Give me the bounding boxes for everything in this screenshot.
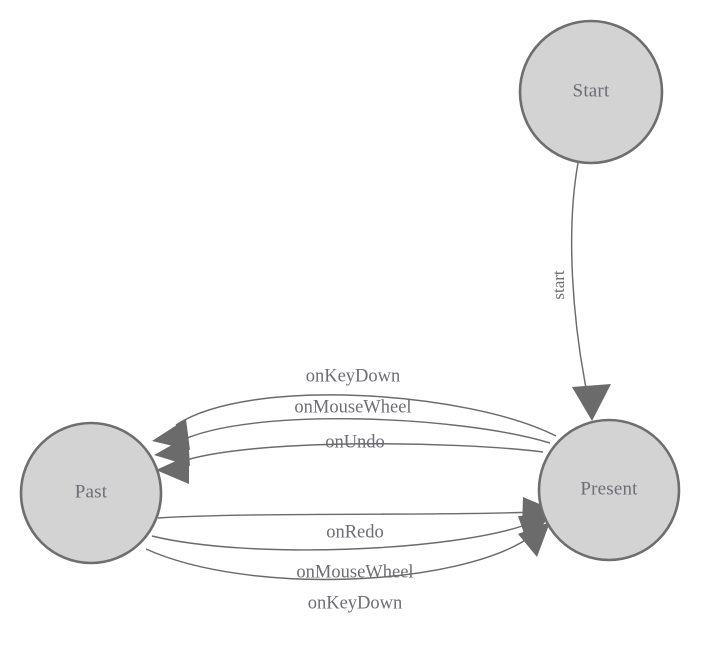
edge-past-to-present-onkeydown-path — [145, 536, 531, 581]
edge-past-to-present-onkeydown-arrowhead — [518, 522, 550, 557]
edge-start-to-present-arrowhead — [572, 384, 611, 421]
edge-present-to-past-onundo-arrowhead — [156, 455, 189, 484]
node-past-circle — [19, 421, 163, 565]
edge-present-to-past-onmousewheel-arrowhead — [154, 436, 190, 466]
node-start-label: Start — [573, 80, 610, 101]
edge-past-to-present-onkeydown-label: onKeyDown — [308, 593, 403, 613]
edge-present-to-past-onundo-path — [179, 443, 544, 463]
edge-start-to-present-label: start — [549, 270, 568, 300]
edge-past-to-present-onmousewheel-path — [151, 523, 529, 551]
edge-present-to-past-onmousewheel-path — [177, 417, 551, 444]
node-start-circle — [518, 19, 664, 165]
node-present-circle — [537, 418, 681, 562]
node-past[interactable]: Past — [19, 421, 163, 565]
edge-present-to-past-onundo[interactable]: onUndo — [156, 432, 544, 484]
edge-present-to-past-onundo-label: onUndo — [325, 432, 385, 452]
node-past-label: Past — [75, 481, 108, 502]
edge-start-to-present[interactable]: start — [549, 162, 611, 421]
edge-present-to-past-onkeydown-label: onKeyDown — [306, 366, 401, 386]
edge-present-to-past-onmousewheel[interactable]: onMouseWheel — [154, 397, 551, 466]
edge-past-to-present-onredo[interactable]: onRedo — [157, 497, 556, 542]
node-start[interactable]: Start — [518, 19, 664, 165]
edge-present-to-past-onmousewheel-label: onMouseWheel — [294, 397, 411, 417]
node-present-label: Present — [580, 478, 638, 499]
edge-present-to-past-onkeydown-path — [175, 394, 557, 437]
node-present[interactable]: Present — [537, 418, 681, 562]
edge-past-to-present-onkeydown[interactable]: onKeyDown — [145, 522, 550, 613]
edge-past-to-present-onredo-path — [157, 511, 533, 519]
edge-start-to-present-path — [570, 162, 589, 399]
edge-past-to-present-onredo-label: onRedo — [326, 522, 384, 542]
